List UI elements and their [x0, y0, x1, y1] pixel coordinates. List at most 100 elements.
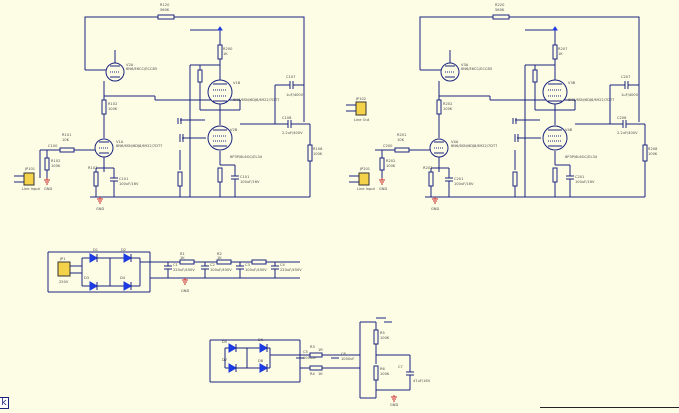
label: C201: [575, 175, 584, 179]
connector-jp102[interactable]: [355, 101, 367, 116]
label: 100K: [386, 164, 396, 168]
label: GND: [181, 289, 189, 293]
label: 220uF/450V: [280, 268, 302, 272]
channel-2-input: JP201 Line Input: [349, 167, 376, 191]
label: 1uF/400V: [286, 93, 304, 97]
label: D3: [84, 276, 89, 280]
label: 100K: [648, 152, 658, 156]
resistor: [436, 99, 442, 115]
resistor: [532, 69, 538, 83]
label: R120: [160, 3, 170, 7]
label: 6N6/6SN/6DJ8/6922/7DT7: [233, 98, 279, 102]
resistor: [552, 167, 558, 183]
label: R208: [648, 147, 658, 151]
output-jack-group: JP102 Line Out: [346, 97, 370, 122]
label: D6: [258, 338, 264, 342]
label: D1: [93, 248, 98, 252]
connector-jp101[interactable]: [23, 172, 35, 186]
label: R207: [558, 47, 567, 51]
label: 250V: [59, 280, 69, 284]
label: D2: [121, 248, 126, 252]
resistor: [101, 99, 107, 115]
label: R201: [397, 133, 406, 137]
label: V3B: [568, 81, 576, 85]
label: 1000uF: [303, 356, 317, 360]
label: 10K: [397, 138, 405, 142]
ground-symbol: [432, 197, 438, 204]
connector-jp1[interactable]: [57, 261, 71, 277]
label: R102: [108, 102, 117, 106]
diode-d8: [259, 363, 269, 373]
label: C7: [398, 365, 403, 369]
label: R202: [386, 159, 395, 163]
label: GND: [44, 187, 52, 191]
label: R203: [423, 166, 432, 170]
resistor-r6: [373, 365, 379, 381]
label: C101: [119, 177, 128, 181]
label: 1R: [318, 348, 323, 352]
label: V3A: [461, 63, 469, 67]
label: 6N6/6SN/6DJ8/6922/7DT7: [451, 144, 497, 148]
selection-handle[interactable]: k: [0, 397, 9, 409]
resistor-r3: [309, 352, 323, 358]
label: 10K: [62, 138, 70, 142]
label: 1K: [217, 256, 222, 260]
resistor-r4: [309, 365, 323, 371]
wire: [84, 16, 305, 122]
label: C2: [210, 263, 215, 267]
label: C5: [303, 350, 308, 354]
label: C4: [280, 263, 286, 267]
label: R5: [380, 331, 385, 335]
label: 100K: [313, 152, 323, 156]
tube-v4b: [542, 125, 568, 151]
power-supply-ht: JP1 250V D1 D2 D3 D4 C1 220uF/450V R1: [47, 248, 302, 293]
label: R103: [88, 166, 97, 170]
label: 100K: [51, 164, 61, 168]
label: 1uF/400V: [621, 93, 639, 97]
label: 1000uF: [341, 357, 355, 361]
label: V1A: [116, 140, 124, 144]
label: V4A: [451, 140, 459, 144]
label: R102: [51, 159, 60, 163]
connector-jp201[interactable]: [358, 172, 370, 186]
ground-symbol: [391, 395, 397, 402]
label: R108: [313, 147, 323, 151]
label: 6P3P/6L6GC/EL34: [230, 155, 263, 159]
resistor-r5: [373, 329, 379, 345]
resistor-r-in: [59, 147, 75, 153]
resistor-r-load: [307, 144, 313, 162]
label: C1: [173, 263, 178, 267]
resistor-r-fb: [157, 14, 175, 20]
label: C108: [282, 116, 292, 120]
diode-d6: [259, 343, 269, 353]
resistor-r-k: [428, 171, 434, 187]
label: JP201: [359, 167, 370, 171]
label: 100K: [443, 107, 453, 111]
ground-symbol: [97, 197, 103, 204]
tube-v2b: [207, 125, 233, 151]
label: R101: [62, 133, 71, 137]
label: D8: [258, 359, 264, 363]
label: C101: [240, 175, 249, 179]
resistor: [512, 171, 518, 187]
ground-symbol: [379, 178, 385, 185]
label: GND: [390, 403, 398, 407]
label: GND: [379, 187, 387, 191]
label: C3: [245, 263, 250, 267]
label: JP101: [24, 167, 35, 171]
label: R2: [217, 252, 222, 256]
label: GND: [431, 207, 439, 211]
resistor-r-load: [642, 144, 648, 162]
label: V2A: [126, 63, 134, 67]
label: V1B: [233, 81, 241, 85]
label: Line Out: [354, 118, 370, 122]
diode-d5: [228, 343, 238, 353]
label: V2B: [230, 128, 238, 132]
label: 100uF/16V: [454, 182, 474, 186]
label: 100uF/16V: [240, 180, 260, 184]
resistor: [44, 157, 50, 171]
label: 100uF/16V: [575, 180, 595, 184]
label: C207: [621, 75, 630, 79]
supply-markers: [217, 26, 558, 31]
